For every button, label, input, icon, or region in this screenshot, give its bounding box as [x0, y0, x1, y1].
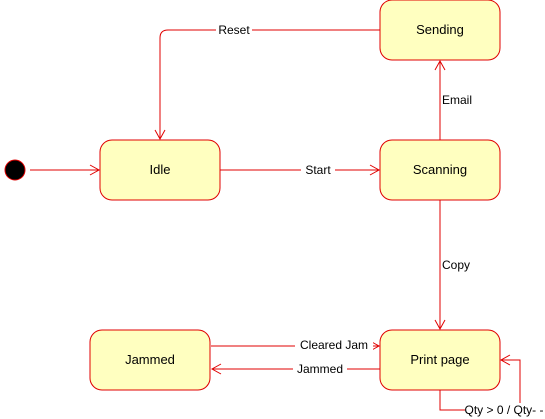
jammed-transition-label: Jammed [297, 362, 343, 376]
cleared-jam-transition-label: Cleared Jam [300, 338, 368, 352]
state-idle: Idle [99, 139, 221, 201]
state-scanning: Scanning [379, 139, 501, 201]
state-print-page: Print page [379, 329, 501, 391]
state-jammed: Jammed [89, 329, 211, 391]
state-sending: Sending [379, 0, 501, 61]
state-print-page-label: Print page [410, 352, 469, 367]
qty-transition-label: Qty > 0 / Qty- - [464, 403, 543, 417]
reset-transition-edge [154, 29, 380, 141]
state-sending-label: Sending [416, 22, 464, 37]
initial-state-dot [4, 159, 26, 181]
state-idle-label: Idle [150, 162, 171, 177]
state-scanning-label: Scanning [413, 162, 467, 177]
state-jammed-label: Jammed [125, 352, 175, 367]
email-transition-label: Email [442, 93, 472, 107]
start-transition-label: Start [305, 163, 331, 177]
reset-transition-label: Reset [218, 23, 250, 37]
copy-transition-label: Copy [442, 258, 470, 272]
